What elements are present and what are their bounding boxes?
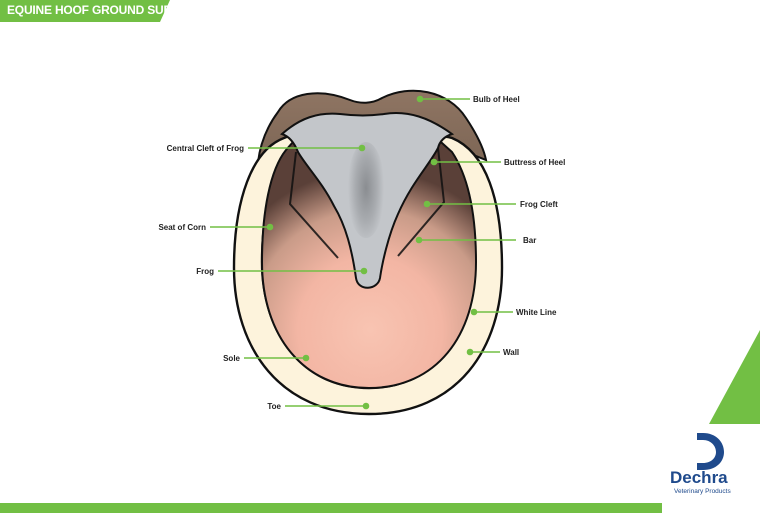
- brand-tagline: Veterinary Products: [674, 488, 731, 495]
- label-bar: Bar: [523, 236, 536, 245]
- label-frog-cleft: Frog Cleft: [520, 200, 558, 209]
- label-central-cleft-of-frog: Central Cleft of Frog: [167, 144, 244, 153]
- right-bar-line: [397, 147, 446, 257]
- brand-name: Dechra: [670, 468, 728, 487]
- label-toe: Toe: [267, 402, 281, 411]
- dechra-logo-mark: [697, 433, 724, 470]
- label-bulb-of-heel: Bulb of Heel: [473, 95, 520, 104]
- label-wall: Wall: [503, 348, 519, 357]
- label-buttress-of-heel: Buttress of Heel: [504, 158, 565, 167]
- footer-stripe: [0, 503, 662, 513]
- left-bar-line: [288, 151, 339, 259]
- title-banner: [0, 0, 170, 22]
- label-frog: Frog: [196, 267, 214, 276]
- label-white-line: White Line: [516, 308, 557, 317]
- central-cleft-shading: [347, 142, 385, 238]
- leader-lines: [210, 95, 516, 410]
- page-title: EQUINE HOOF GROUND SURFACE: [7, 3, 204, 17]
- corner-accent: [709, 330, 760, 424]
- label-sole: Sole: [223, 354, 240, 363]
- label-seat-of-corn: Seat of Corn: [158, 223, 206, 232]
